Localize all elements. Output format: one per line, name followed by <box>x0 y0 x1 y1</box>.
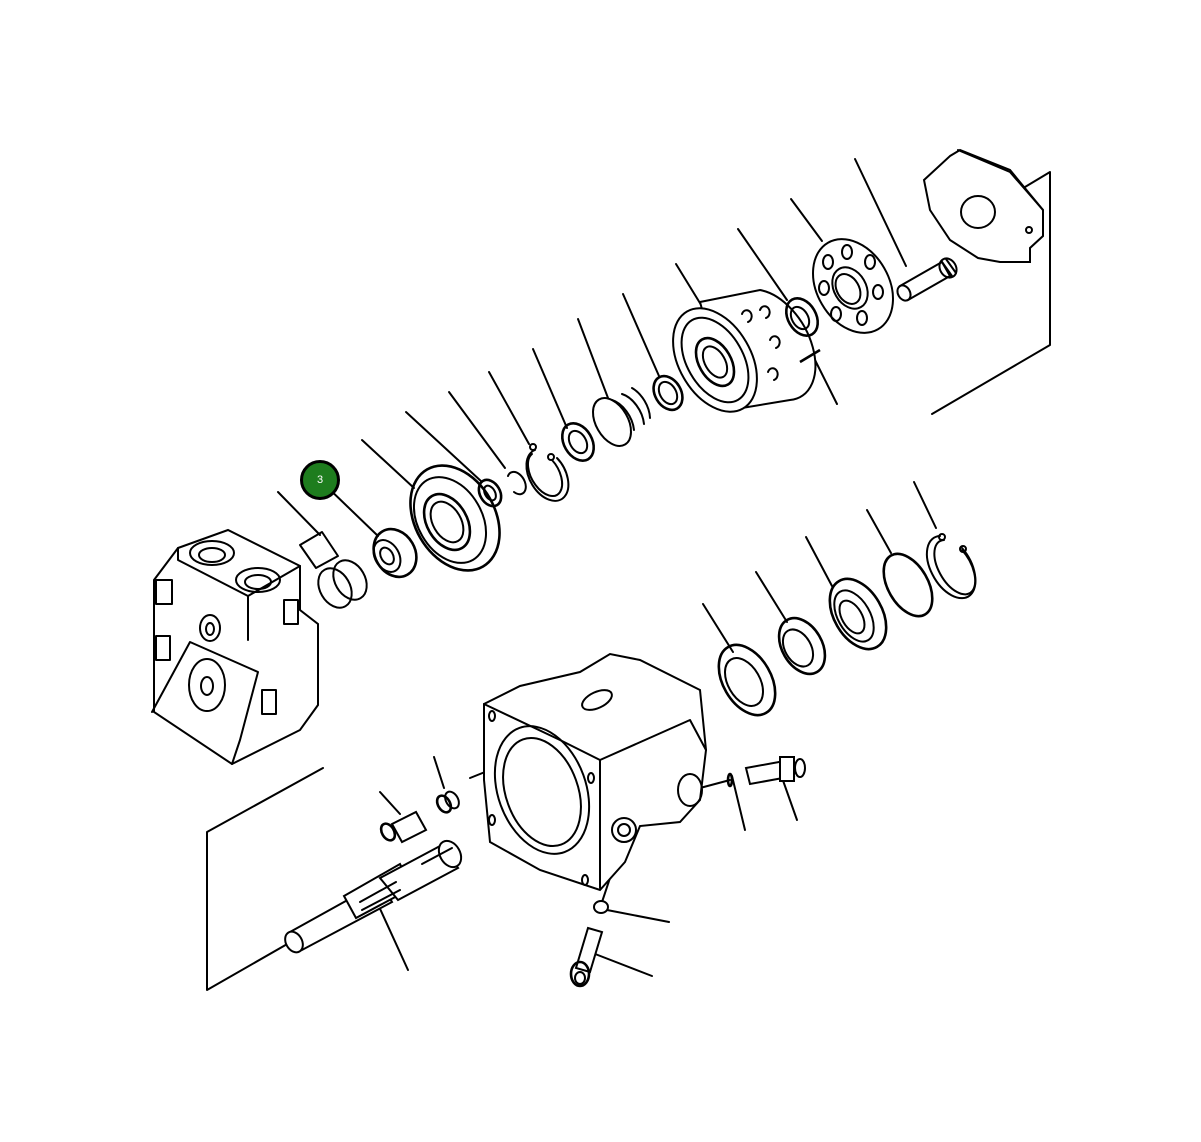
callout-label: 3 <box>316 474 324 486</box>
guide-ball[interactable] <box>780 293 824 342</box>
pin[interactable] <box>799 348 821 364</box>
plug[interactable] <box>378 810 428 844</box>
bearing-cage[interactable] <box>770 610 835 682</box>
plug-union[interactable] <box>744 756 806 786</box>
washer[interactable] <box>556 418 600 467</box>
end-cover-block[interactable] <box>151 528 319 766</box>
pump-case[interactable] <box>478 652 708 892</box>
spring[interactable] <box>585 387 651 453</box>
leader-lines-upper <box>277 158 907 537</box>
swash-plate[interactable] <box>922 148 1044 263</box>
callout-3-marker[interactable]: 3 <box>300 460 340 500</box>
piston[interactable] <box>895 255 960 303</box>
shaft[interactable] <box>282 837 466 956</box>
retainer-plate[interactable] <box>797 225 909 348</box>
seal-ring[interactable] <box>474 476 505 510</box>
bolt[interactable] <box>569 926 604 988</box>
bearing-front[interactable] <box>707 635 787 725</box>
valve-plate[interactable] <box>392 450 517 587</box>
ball[interactable] <box>593 900 609 914</box>
shim[interactable] <box>648 371 689 415</box>
oil-seal[interactable] <box>818 569 898 659</box>
circlip[interactable] <box>925 533 977 600</box>
small-snap-ring[interactable] <box>507 470 527 496</box>
o-ring[interactable] <box>874 546 943 625</box>
snap-ring-pair[interactable] <box>299 531 373 614</box>
screw[interactable] <box>726 772 734 788</box>
bearing[interactable] <box>365 521 425 584</box>
cylinder-block[interactable] <box>656 288 817 426</box>
spring-small[interactable] <box>434 789 461 815</box>
retaining-ring[interactable] <box>525 443 570 502</box>
